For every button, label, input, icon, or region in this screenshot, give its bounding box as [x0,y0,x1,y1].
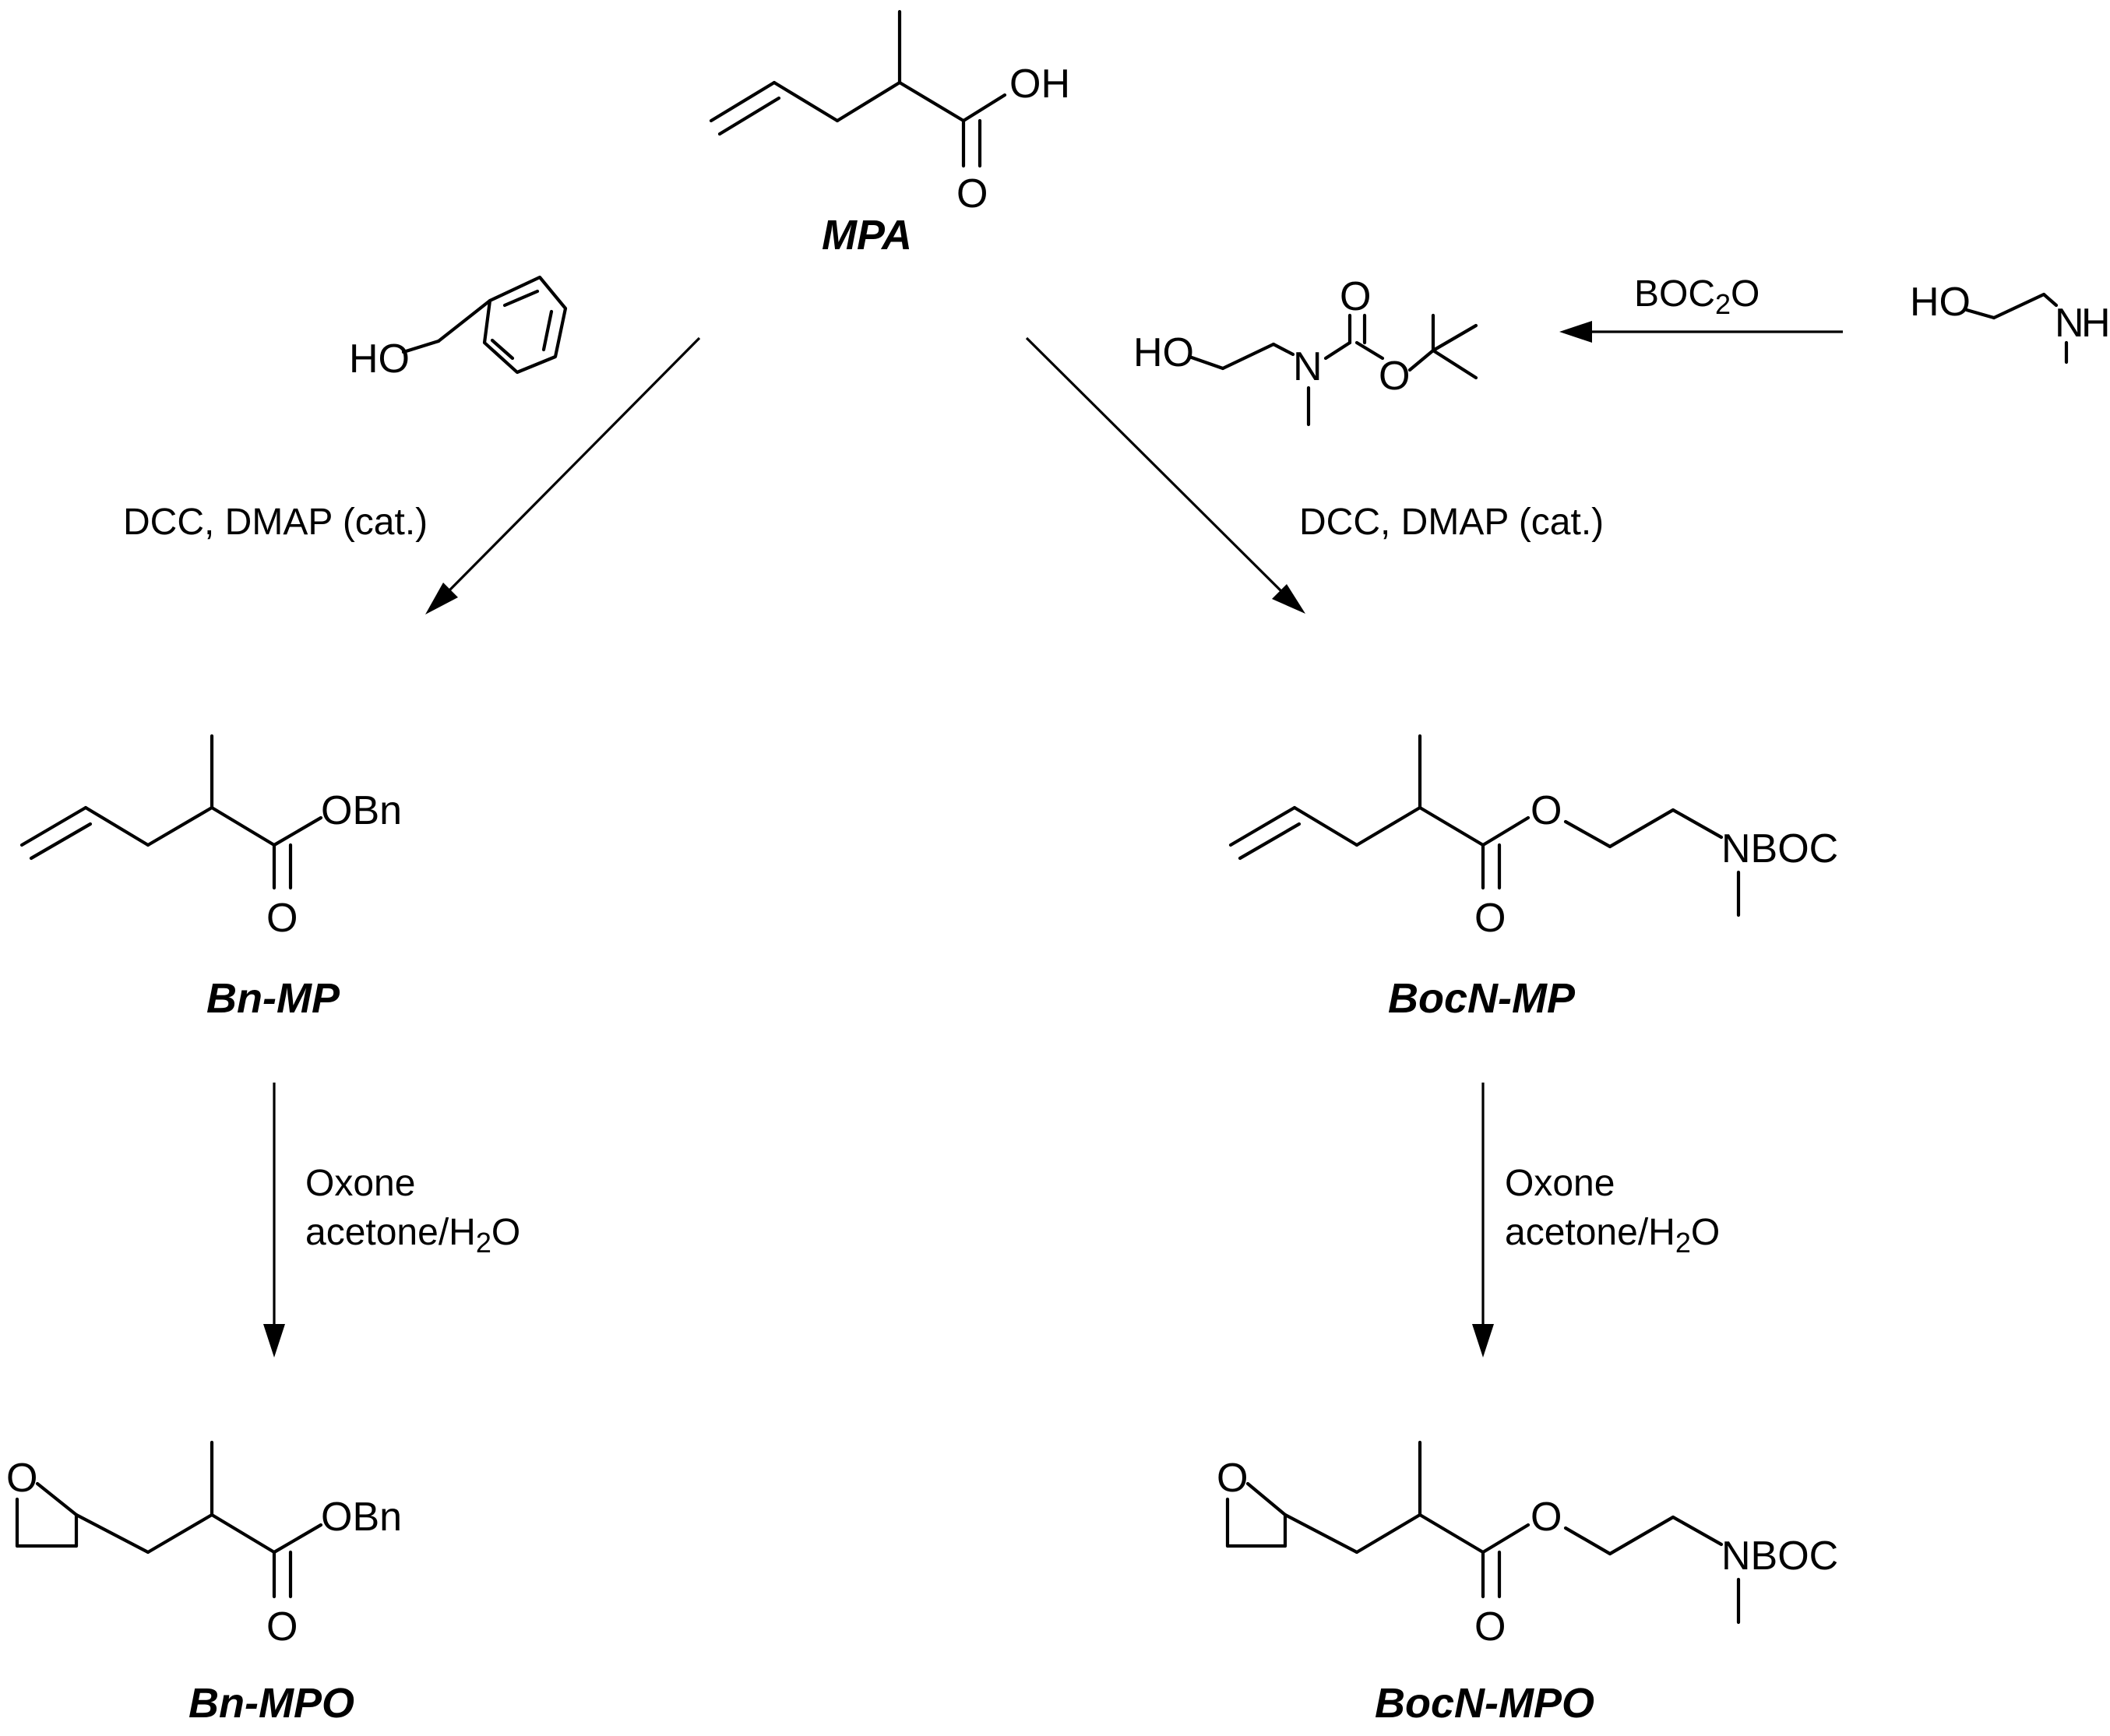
left-oxidation-conditions-line1: Oxone [305,1163,415,1204]
benzyl-alcohol-structure: HO [349,275,568,382]
right-oxidation-arrow [1472,1083,1494,1357]
right-oxidation-conditions-line2: acetone/H2O [1505,1212,1720,1259]
mpa-structure: OH O MPA [709,9,1070,259]
methylaminoethanol-n-label: N [2055,301,2084,346]
bocn-mp-nboc-label: NBOC [1721,826,1838,872]
methylaminoethanol-structure: HO N H [1910,280,2110,364]
boc-carbonyl-o-label: O [1340,274,1371,319]
boc-aminoethanol-ho-label: HO [1133,330,1194,375]
bocn-mpo-name: BocN-MPO [1375,1680,1594,1727]
mpa-carbonyl-o-label: O [956,171,988,217]
bn-mpo-epoxide-o-label: O [6,1456,37,1501]
left-coupling-arrow [425,336,701,614]
methylaminoethanol-ho-label: HO [1910,280,1971,325]
bn-mpo-structure: O OBn O Bn-MPO [6,1440,402,1727]
boc2o-reagent-label: BOC2O [1634,273,1760,320]
bn-mp-obn-label: OBn [321,788,402,833]
bn-mpo-obn-label: OBn [321,1495,402,1540]
mpa-name: MPA [822,212,912,259]
boc-aminoethanol-structure: HO N O O [1133,274,1478,427]
benzyl-alcohol-ho-label: HO [349,336,410,382]
bocn-mp-carbonyl-o-label: O [1474,896,1506,941]
bocn-mp-name: BocN-MP [1388,975,1576,1022]
bocn-mp-ester-o-label: O [1531,788,1562,833]
bn-mp-carbonyl-o-label: O [266,896,298,941]
bocn-mpo-nboc-label: NBOC [1721,1534,1838,1579]
boc-ester-o-label: O [1379,354,1410,399]
boc-aminoethanol-n-label: N [1293,344,1323,389]
methylaminoethanol-h-label: H [2081,301,2110,346]
bocn-mp-structure: O NBOC O BocN-MP [1228,734,1838,1022]
bocn-mpo-ester-o-label: O [1531,1495,1562,1540]
bocn-mpo-carbonyl-o-label: O [1474,1604,1506,1650]
left-oxidation-arrow [263,1083,285,1357]
left-oxidation-conditions-line2: acetone/H2O [305,1212,520,1259]
right-coupling-conditions: DCC, DMAP (cat.) [1299,502,1604,543]
right-oxidation-conditions-line1: Oxone [1505,1163,1615,1204]
bn-mp-structure: OBn O Bn-MP [19,734,402,1022]
bn-mpo-name: Bn-MPO [188,1680,354,1727]
bn-mpo-carbonyl-o-label: O [266,1604,298,1650]
left-coupling-conditions: DCC, DMAP (cat.) [123,502,428,543]
bn-mp-name: Bn-MP [206,975,340,1022]
right-coupling-arrow [1025,336,1305,614]
boc-protection-arrow [1559,321,1843,343]
bocn-mpo-structure: O O NBOC O BocN-MPO [1217,1440,1838,1727]
mpa-oh-label: OH [1009,62,1070,107]
bocn-mpo-epoxide-o-label: O [1217,1456,1248,1501]
